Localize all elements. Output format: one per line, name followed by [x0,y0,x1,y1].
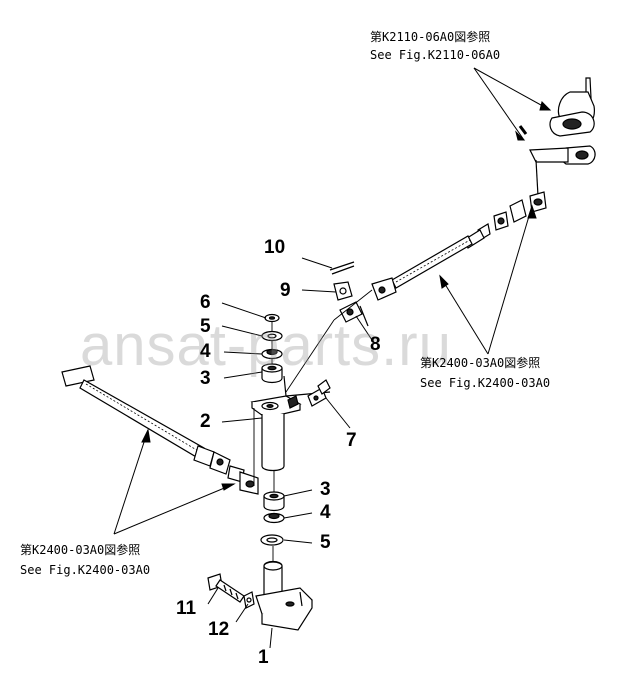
callout-5-upper: 5 [200,316,211,337]
ref-right-en: See Fig.K2400-03A0 [420,376,551,390]
callout-1: 1 [258,647,269,668]
right-rod-part [371,191,547,301]
washer-part-12 [243,591,255,609]
callout-8: 8 [370,334,381,355]
bushing-part-3-lower [263,491,285,512]
callout-4-lower: 4 [320,502,331,523]
left-rod-part [61,365,259,495]
washer-part-4-lower [263,512,285,524]
pin-part-10 [329,261,355,275]
callout-11: 11 [176,598,197,619]
callout-4-upper: 4 [200,341,211,362]
bracket-part-2 [250,375,331,472]
callout-3-upper: 3 [200,368,211,389]
callout-5-lower: 5 [320,532,331,553]
ref-top-jp: 第K2110-06A0図参照 [370,30,491,44]
assembly-center-lines [253,289,373,562]
callout-3-lower: 3 [320,479,331,500]
ref-right-jp: 第K2400-03A0図参照 [420,356,541,370]
callout-leader-lines [207,257,373,649]
washer-part-6 [264,313,280,323]
clevis-part-7 [307,379,331,407]
callout-2: 2 [200,411,211,432]
callout-6: 6 [200,292,211,313]
callout-7: 7 [346,430,357,451]
bolt-part-11 [207,573,245,603]
upper-lever-part [518,77,596,197]
joint-part-8 [339,301,369,327]
bushing-part-3-upper [261,363,283,384]
ref-left-jp: 第K2400-03A0図参照 [20,543,141,557]
watermark-text: ansat-parts.ru [80,313,452,378]
ref-left-en: See Fig.K2400-03A0 [20,563,151,577]
base-bracket-part-1 [255,560,313,631]
nut-part-9 [333,281,353,301]
callout-9: 9 [280,280,291,301]
washer-part-5-lower [260,534,284,546]
callout-12: 12 [208,619,230,640]
ref-top-en: See Fig.K2110-06A0 [370,48,501,62]
callout-10: 10 [264,237,286,258]
reference-arrows [113,67,552,535]
